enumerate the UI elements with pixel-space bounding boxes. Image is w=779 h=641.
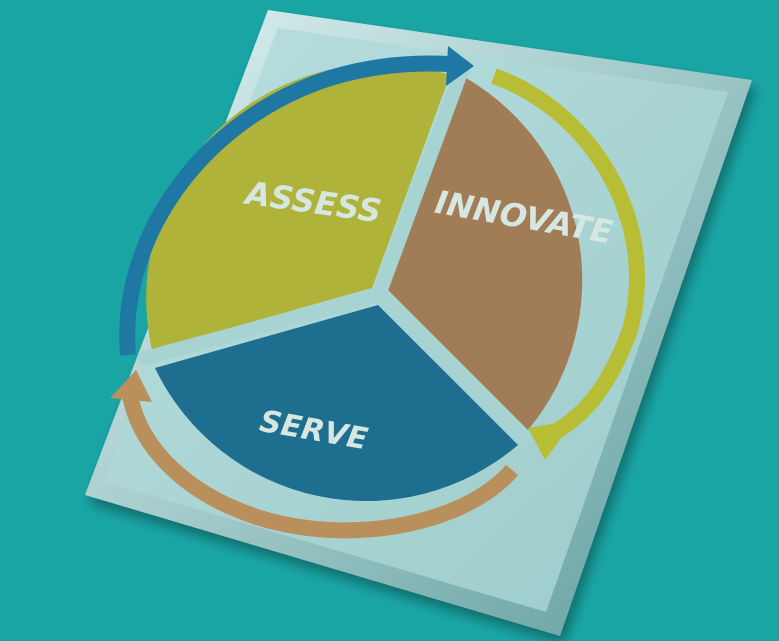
arrow-tan-head: [110, 370, 152, 402]
arrows: [119, 55, 646, 539]
divider-serve-assess: [138, 288, 386, 365]
divider-assess-innovate: [372, 63, 469, 302]
innovate-segment: [386, 78, 583, 430]
arrow-yellow: [491, 68, 646, 439]
arrow-tan: [122, 393, 519, 539]
divider-innovate-serve: [372, 288, 532, 447]
arrow-blue: [119, 55, 449, 356]
arrow-heads: [110, 46, 574, 460]
arrow-yellow-head: [528, 420, 574, 460]
serve-segment: [155, 305, 518, 502]
dividers: [138, 63, 532, 447]
arrow-blue-head: [446, 46, 474, 86]
